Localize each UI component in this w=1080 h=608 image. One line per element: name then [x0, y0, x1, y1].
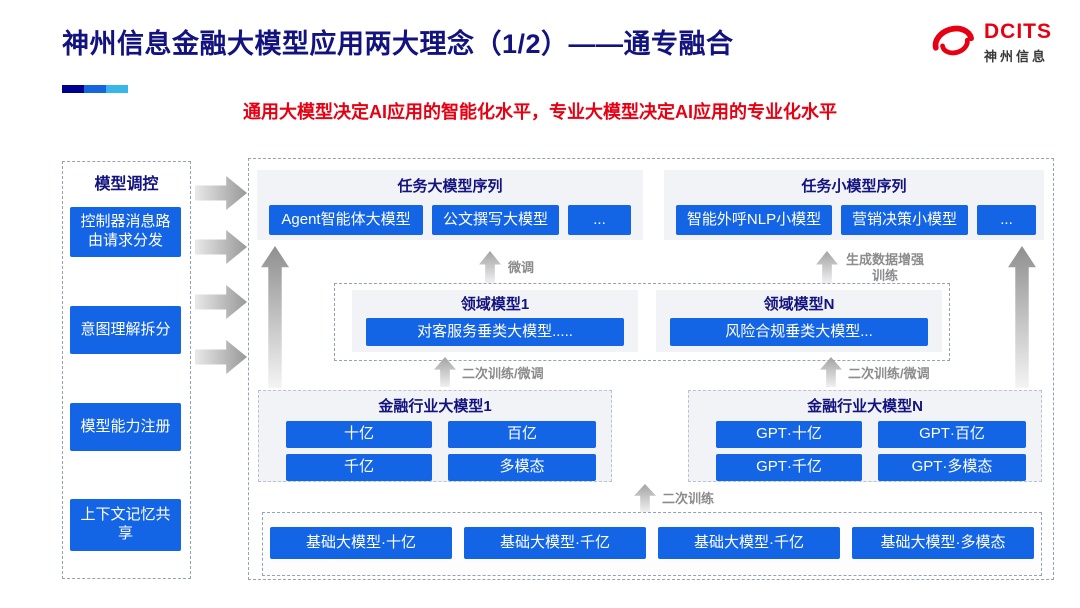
base-model-multimodal-button: 基础大模型·多模态 — [852, 527, 1034, 559]
logo-brand-text: DCITS — [984, 20, 1052, 43]
base-model-billion-button: 基础大模型·十亿 — [270, 527, 452, 559]
risk-compliance-model-button: 风险合规垂类大模型... — [670, 318, 928, 346]
marketing-decision-model-button: 营销决策小模型 — [841, 205, 968, 235]
billion-button: 十亿 — [286, 421, 432, 448]
gpt-hundred-billion-button: GPT·千亿 — [716, 454, 862, 481]
ten-billion-button: 百亿 — [448, 421, 596, 448]
multimodal-button: 多模态 — [448, 454, 596, 481]
dcits-logo: DCITS 神州信息 — [928, 20, 1052, 65]
secondary-training-label: 二次训练 — [662, 491, 715, 506]
right-arrow-icon — [195, 176, 247, 210]
logo-text: DCITS 神州信息 — [984, 20, 1052, 65]
gpt-ten-billion-button: GPT·百亿 — [878, 421, 1026, 448]
base-model-hundred-billion-button: 基础大模型·千亿 — [464, 527, 646, 559]
document-writing-model-button: 公文撰写大模型 — [432, 205, 559, 235]
gpt-billion-button: GPT·十亿 — [716, 421, 862, 448]
sidebar-item-message-router: 控制器消息路由请求分发 — [70, 207, 181, 257]
domain-model-n-header: 领域模型N — [763, 296, 835, 313]
right-arrow-icon — [195, 285, 247, 319]
secondary-training-right-label: 二次训练/微调 — [848, 366, 930, 381]
nlp-outbound-model-button: 智能外呼NLP小模型 — [676, 205, 832, 235]
accent-segment-dark — [62, 85, 84, 93]
accent-segment-cyan — [106, 85, 128, 93]
industry-model-n-header: 金融行业大模型N — [807, 398, 923, 415]
agent-large-model-button: Agent智能体大模型 — [269, 205, 423, 235]
secondary-training-left-label: 二次训练/微调 — [462, 366, 544, 381]
industry-model-1-header: 金融行业大模型1 — [378, 398, 492, 415]
sidebar-item-intent-split: 意图理解拆分 — [70, 306, 181, 354]
sidebar-item-context-memory: 上下文记忆共享 — [70, 499, 181, 551]
domain-model-1-header: 领域模型1 — [460, 296, 530, 313]
right-arrow-icon — [195, 340, 247, 374]
gen-data-training-label: 生成数据增强训练 — [845, 252, 924, 284]
task-large-more-button: ... — [568, 205, 631, 235]
task-small-model-header: 任务小模型序列 — [801, 178, 907, 195]
task-small-more-button: ... — [977, 205, 1036, 235]
page-title: 神州信息金融大模型应用两大理念（1/2）——通专融合 — [62, 29, 734, 59]
right-arrow-icon — [195, 230, 247, 264]
base-model-hundred-billion-2-button: 基础大模型·千亿 — [658, 527, 840, 559]
logo-brand-cn-text: 神州信息 — [984, 49, 1049, 64]
finetune-label: 微调 — [508, 260, 535, 275]
dcits-swirl-icon — [932, 25, 974, 55]
gpt-multimodal-button: GPT·多模态 — [878, 454, 1026, 481]
slide-subtitle: 通用大模型决定AI应用的智能化水平，专业大模型决定AI应用的专业化水平 — [243, 102, 837, 122]
task-large-model-header: 任务大模型序列 — [397, 178, 503, 195]
customer-service-model-button: 对客服务垂类大模型..... — [366, 318, 624, 346]
model-control-header: 模型调控 — [94, 176, 159, 193]
sidebar-item-capability-register: 模型能力注册 — [70, 403, 181, 451]
hundred-billion-button: 千亿 — [286, 454, 432, 481]
accent-segment-blue — [84, 85, 106, 93]
title-accent-bar — [62, 85, 128, 93]
